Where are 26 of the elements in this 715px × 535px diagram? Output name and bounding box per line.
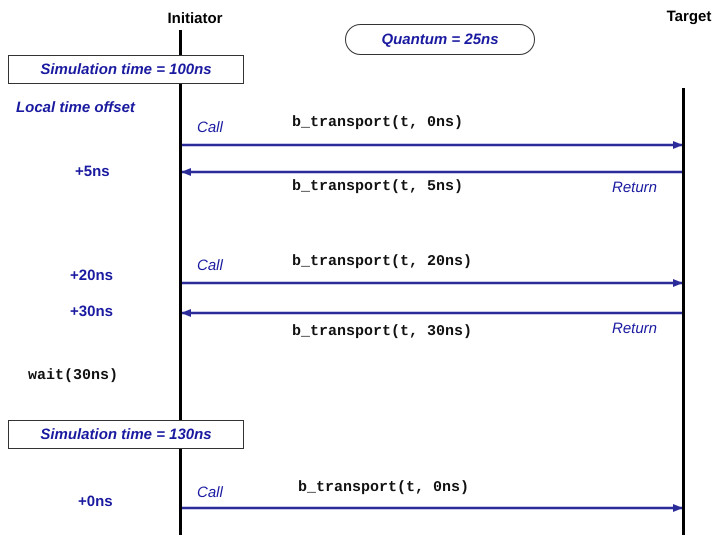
time-offset: +20ns [70, 267, 113, 284]
time-offset: +30ns [70, 303, 113, 320]
call-label: Call [197, 484, 223, 501]
time-offset: +0ns [78, 493, 113, 510]
arrow [181, 309, 682, 317]
arrow [181, 168, 682, 176]
edge-label: b_transport(t, 5ns) [292, 178, 464, 195]
edge-label: b_transport(t, 30ns) [292, 323, 472, 340]
call-label: Call [197, 257, 223, 274]
participant-name: Initiator [166, 10, 224, 27]
participant-name: Target [666, 8, 712, 25]
quantum-label: Quantum = 25ns [345, 24, 535, 55]
arrow [182, 279, 683, 287]
call-label: Return [612, 320, 658, 337]
call-label: Call [197, 119, 223, 136]
edge-label: b_transport(t, 0ns) [298, 479, 470, 496]
call-label: Return [612, 179, 658, 196]
edge-label: b_transport(t, 0ns) [292, 114, 464, 131]
arrow [182, 504, 683, 512]
code-text: wait(30ns) [28, 367, 118, 384]
column-heading: Local time offset [16, 99, 135, 116]
edge-label: b_transport(t, 20ns) [292, 253, 472, 270]
simulation-time-box: Simulation time = 130ns [8, 420, 244, 449]
arrow [182, 141, 683, 149]
time-offset: +5ns [75, 163, 110, 180]
simulation-time-box: Simulation time = 100ns [8, 55, 244, 84]
